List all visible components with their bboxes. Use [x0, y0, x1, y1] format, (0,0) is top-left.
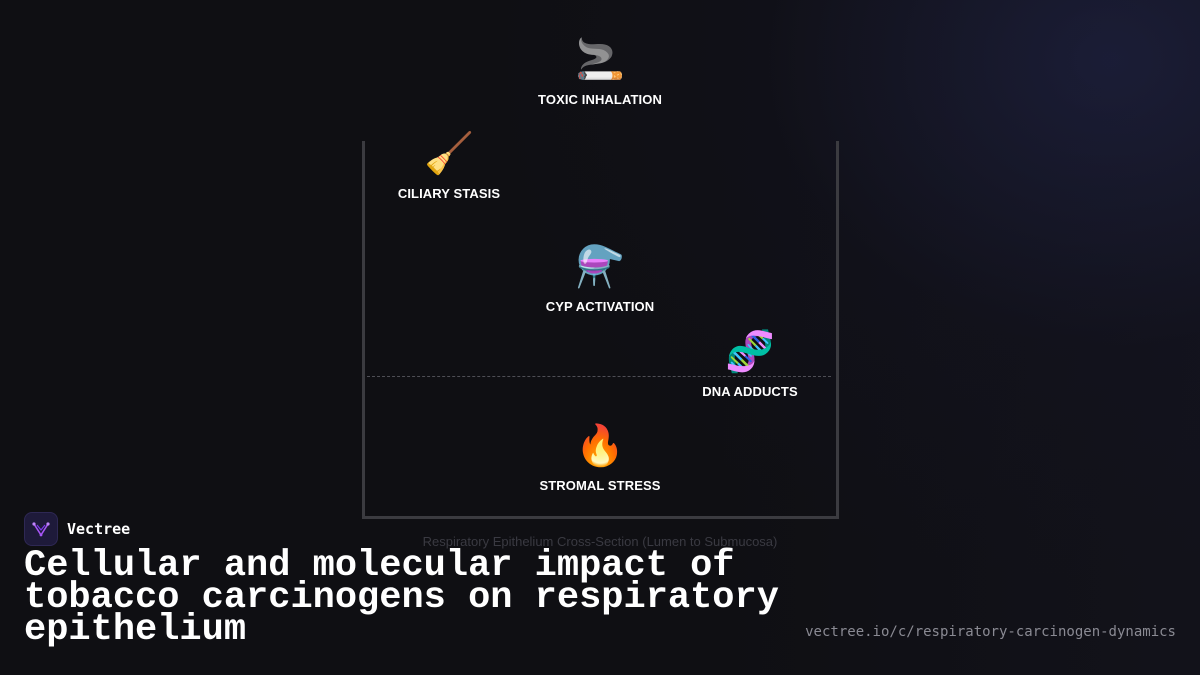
- node-toxic-inhalation: 🚬 TOXIC INHALATION: [500, 36, 700, 107]
- basement-membrane-divider: [367, 376, 831, 377]
- page-title: Cellular and molecular impact of tobacco…: [24, 545, 779, 651]
- broom-icon: 🧹: [424, 131, 474, 177]
- brand: Vectree: [24, 512, 130, 546]
- node-label: TOXIC INHALATION: [538, 92, 662, 107]
- node-label: STROMAL STRESS: [539, 478, 661, 493]
- node-label: CYP ACTIVATION: [545, 299, 655, 314]
- node-dna-adducts: 🧬 DNA ADDUCTS: [650, 328, 850, 399]
- axis-caption: Respiratory Epithelium Cross-Section (Lu…: [422, 534, 778, 549]
- alembic-icon: ⚗️: [575, 244, 625, 290]
- node-ciliary-stasis: 🧹 CILIARY STASIS: [349, 130, 549, 201]
- vectree-logo-icon: [24, 512, 58, 546]
- cigarette-icon: 🚬: [575, 37, 625, 83]
- dna-icon: 🧬: [725, 329, 775, 375]
- source-url: vectree.io/c/respiratory-carcinogen-dyna…: [805, 624, 1176, 640]
- node-stromal-stress: 🔥 STROMAL STRESS: [500, 422, 700, 493]
- node-cyp-activation: ⚗️ CYP ACTIVATION: [500, 243, 700, 314]
- fire-icon: 🔥: [575, 423, 625, 469]
- brand-name: Vectree: [67, 520, 131, 538]
- node-label: DNA ADDUCTS: [702, 384, 798, 399]
- node-label: CILIARY STASIS: [397, 186, 501, 201]
- epithelium-cross-section-frame: [362, 141, 839, 519]
